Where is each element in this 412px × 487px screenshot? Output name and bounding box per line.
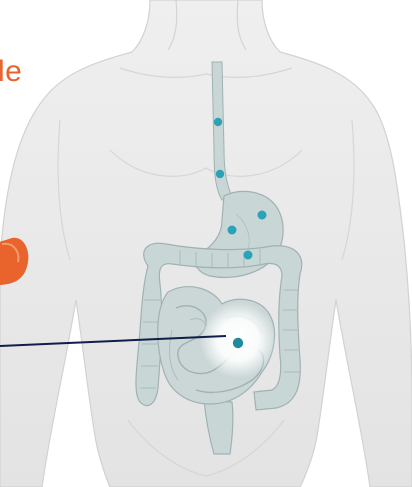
marker-dot <box>216 170 224 178</box>
marker-dot <box>258 211 267 220</box>
marker-dot <box>214 118 222 126</box>
marker-dot <box>228 226 237 235</box>
marker-dot <box>233 338 243 348</box>
marker-dot <box>244 251 253 260</box>
caption-text: le <box>0 55 22 89</box>
